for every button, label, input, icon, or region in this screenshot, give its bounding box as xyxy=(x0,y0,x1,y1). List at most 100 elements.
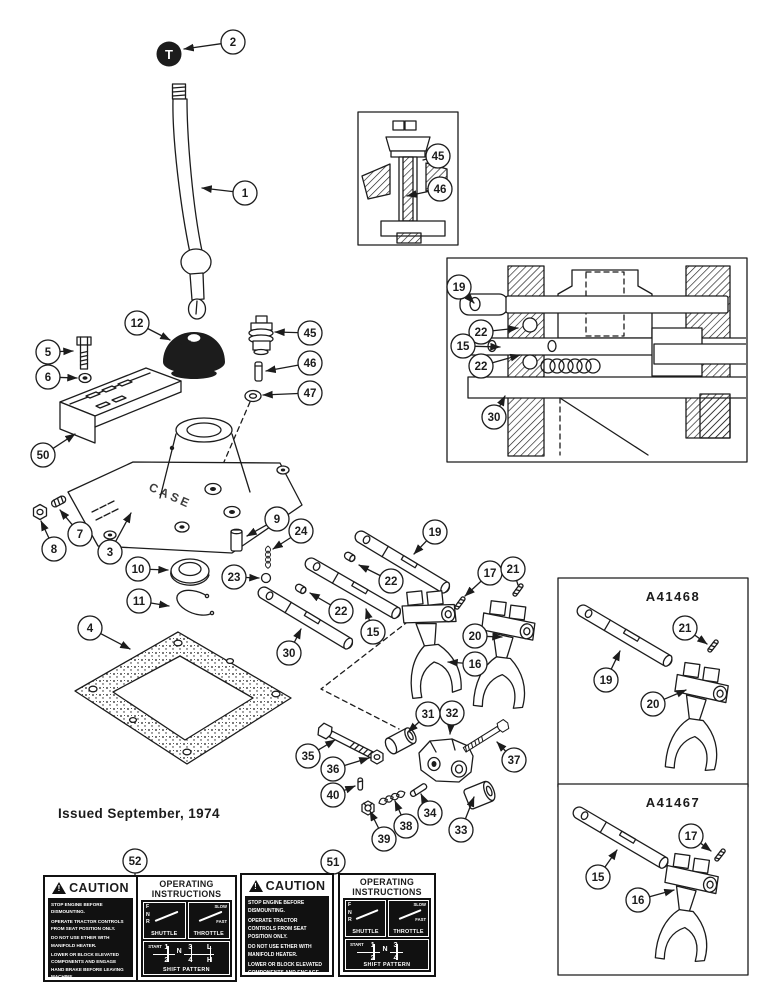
callout-10: 10 xyxy=(125,556,169,582)
throttle-diagram: SLOW FAST THROTTLE xyxy=(187,902,230,940)
callout-22: 22 xyxy=(468,353,521,379)
svg-text:45: 45 xyxy=(304,328,317,340)
callout-1: 1 xyxy=(201,180,258,206)
svg-text:19: 19 xyxy=(453,282,466,294)
svg-text:37: 37 xyxy=(508,755,521,767)
callout-5: 5 xyxy=(35,339,74,365)
callout-34: 34 xyxy=(417,793,443,826)
bolt-35 xyxy=(315,721,379,764)
spring-38 xyxy=(377,789,407,807)
callout-50: 50 xyxy=(30,433,76,468)
callout-17: 17 xyxy=(464,560,503,597)
callout-51: 51 xyxy=(320,849,346,875)
svg-text:15: 15 xyxy=(367,627,380,639)
callout-47: 47 xyxy=(262,380,323,406)
detent-plug-22 xyxy=(342,550,357,564)
svg-text:39: 39 xyxy=(378,834,391,846)
svg-text:9: 9 xyxy=(274,514,280,526)
caution-line: LOWER OR BLOCK ELEVATED COMPONENTS AND E… xyxy=(51,952,124,977)
cover-gasket-4 xyxy=(74,631,292,765)
shuttle-lever-icon xyxy=(355,909,379,921)
issued-date-text: Issued September, 1974 xyxy=(58,806,220,821)
svg-text:22: 22 xyxy=(385,576,398,588)
callout-15: 15 xyxy=(585,849,618,890)
svg-text:22: 22 xyxy=(475,327,488,339)
shift-pattern-diagram: START 1 3 L N 2 4 H SHIFT PATTERN xyxy=(143,941,230,975)
svg-text:11: 11 xyxy=(133,596,146,608)
svg-text:19: 19 xyxy=(429,527,442,539)
caution-title: CAUTION xyxy=(69,880,129,895)
svg-text:5: 5 xyxy=(45,347,52,359)
callout-6: 6 xyxy=(35,364,78,390)
kit-label-a41468: A41468 xyxy=(646,589,701,604)
callout-39: 39 xyxy=(369,810,397,852)
callout-21: 21 xyxy=(500,556,526,586)
svg-text:38: 38 xyxy=(400,821,413,833)
callout-21: 21 xyxy=(672,615,708,645)
svg-text:36: 36 xyxy=(327,764,340,776)
callout-38: 38 xyxy=(393,800,419,839)
washer-47 xyxy=(244,389,262,403)
caution-title: CAUTION xyxy=(265,878,326,893)
callout-24: 24 xyxy=(272,518,314,550)
callout-12: 12 xyxy=(124,310,171,341)
pin-34 xyxy=(409,783,428,798)
callout-7: 7 xyxy=(59,509,93,547)
detent-inset-border xyxy=(446,257,748,463)
warning-triangle-icon: ! xyxy=(248,879,263,892)
svg-text:30: 30 xyxy=(283,648,296,660)
callout-46: 46 xyxy=(406,176,453,202)
callout-16: 16 xyxy=(625,887,675,913)
svg-text:34: 34 xyxy=(424,808,437,820)
shift-pattern-diagram: START 1 3 N 2 4 SHIFT PATTERN xyxy=(345,939,429,970)
callout-3: 3 xyxy=(97,512,132,565)
warning-triangle-icon: ! xyxy=(52,881,67,894)
svg-text:24: 24 xyxy=(295,526,308,538)
castle-nut-39 xyxy=(361,800,375,816)
svg-text:19: 19 xyxy=(600,675,613,687)
callout-8: 8 xyxy=(40,520,67,562)
bushing-31 xyxy=(384,727,417,755)
callout-33: 33 xyxy=(448,796,475,843)
caution-line: LOWER OR BLOCK ELEVATED COMPONENTS AND E… xyxy=(248,962,322,972)
svg-text:6: 6 xyxy=(45,372,51,384)
decal-52: ! CAUTION STOP ENGINE BEFORE DISMOUNTING… xyxy=(43,875,237,982)
caution-line: STOP ENGINE BEFORE DISMOUNTING. xyxy=(51,902,103,915)
callout-52: 52 xyxy=(122,848,148,876)
assembly-guide-line xyxy=(320,598,438,730)
svg-text:51: 51 xyxy=(327,857,340,869)
svg-text:45: 45 xyxy=(432,151,445,163)
caution-header: ! CAUTION xyxy=(45,877,136,898)
svg-text:50: 50 xyxy=(37,450,50,462)
pin-40 xyxy=(357,777,364,791)
washer-6 xyxy=(78,372,92,384)
callout-16: 16 xyxy=(447,651,488,677)
caution-line: DO NOT USE ETHER WITH MANIFOLD HEATER. xyxy=(51,935,110,948)
rubber-boot xyxy=(163,332,225,379)
caution-line: STOP ENGINE BEFORE DISMOUNTING. xyxy=(248,900,305,914)
interlock-body-32 xyxy=(418,738,474,783)
detent-ball-23 xyxy=(260,572,272,584)
svg-text:21: 21 xyxy=(679,623,692,635)
svg-text:31: 31 xyxy=(422,709,435,721)
svg-text:2: 2 xyxy=(230,37,236,49)
svg-text:16: 16 xyxy=(632,895,645,907)
svg-text:12: 12 xyxy=(131,318,144,330)
svg-text:20: 20 xyxy=(469,631,482,643)
caution-text-block: STOP ENGINE BEFORE DISMOUNTING. OPERATE … xyxy=(48,898,133,977)
dowel-pin-9 xyxy=(230,528,243,552)
caution-line: OPERATE TRACTOR CONTROLS FROM SEAT POSIT… xyxy=(51,918,124,932)
callout-30: 30 xyxy=(276,628,302,666)
callout-46: 46 xyxy=(265,350,323,376)
svg-text:40: 40 xyxy=(327,790,340,802)
caution-text-block: STOP ENGINE BEFORE DISMOUNTING. OPERATE … xyxy=(245,896,329,972)
kit-label-a41467: A41467 xyxy=(646,795,701,810)
svg-text:15: 15 xyxy=(457,341,470,353)
callout-31: 31 xyxy=(407,701,441,733)
